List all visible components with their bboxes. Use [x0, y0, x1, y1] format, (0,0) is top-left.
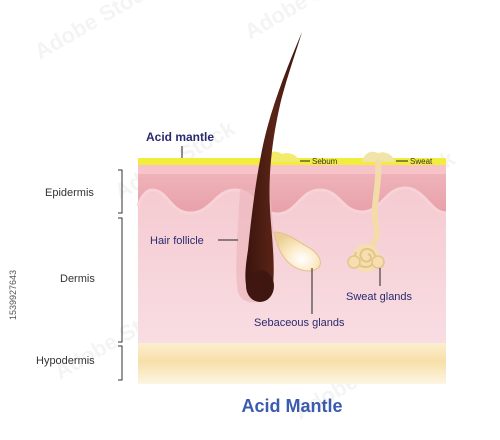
- hypodermis-layer: [138, 338, 446, 384]
- epidermis-layer: [138, 165, 446, 214]
- stratum-corneum: [138, 164, 446, 174]
- dermis-label: Dermis: [60, 273, 95, 285]
- svg-text:Adobe Stock: Adobe Stock: [240, 0, 370, 44]
- sweat-glands-label: Sweat glands: [346, 291, 413, 303]
- epidermis-label: Epidermis: [45, 187, 94, 199]
- leader-lines: [218, 160, 408, 314]
- hair-follicle-label: Hair follicle: [150, 235, 204, 247]
- acid-mantle-label: Acid mantle: [146, 130, 214, 144]
- diagram-title: Acid Mantle: [241, 396, 342, 416]
- hypodermis-label: Hypodermis: [36, 355, 95, 367]
- sweat-blob: [362, 151, 395, 162]
- sebum-label: Sebum: [312, 157, 338, 166]
- sebaceous-glands-label: Sebaceous glands: [254, 317, 345, 329]
- layer-brackets: [118, 169, 123, 381]
- stock-id: 1539927643: [8, 269, 18, 320]
- dermal-papillae-edge: [136, 186, 447, 216]
- sweat-gland-coil: [347, 244, 385, 272]
- svg-text:Adobe Stock: Adobe Stock: [30, 0, 160, 64]
- sweat-label: Sweat: [410, 157, 433, 166]
- hair-bulb: [246, 270, 274, 302]
- sebaceous-gland: [273, 231, 321, 272]
- hair-shaft: [245, 32, 302, 302]
